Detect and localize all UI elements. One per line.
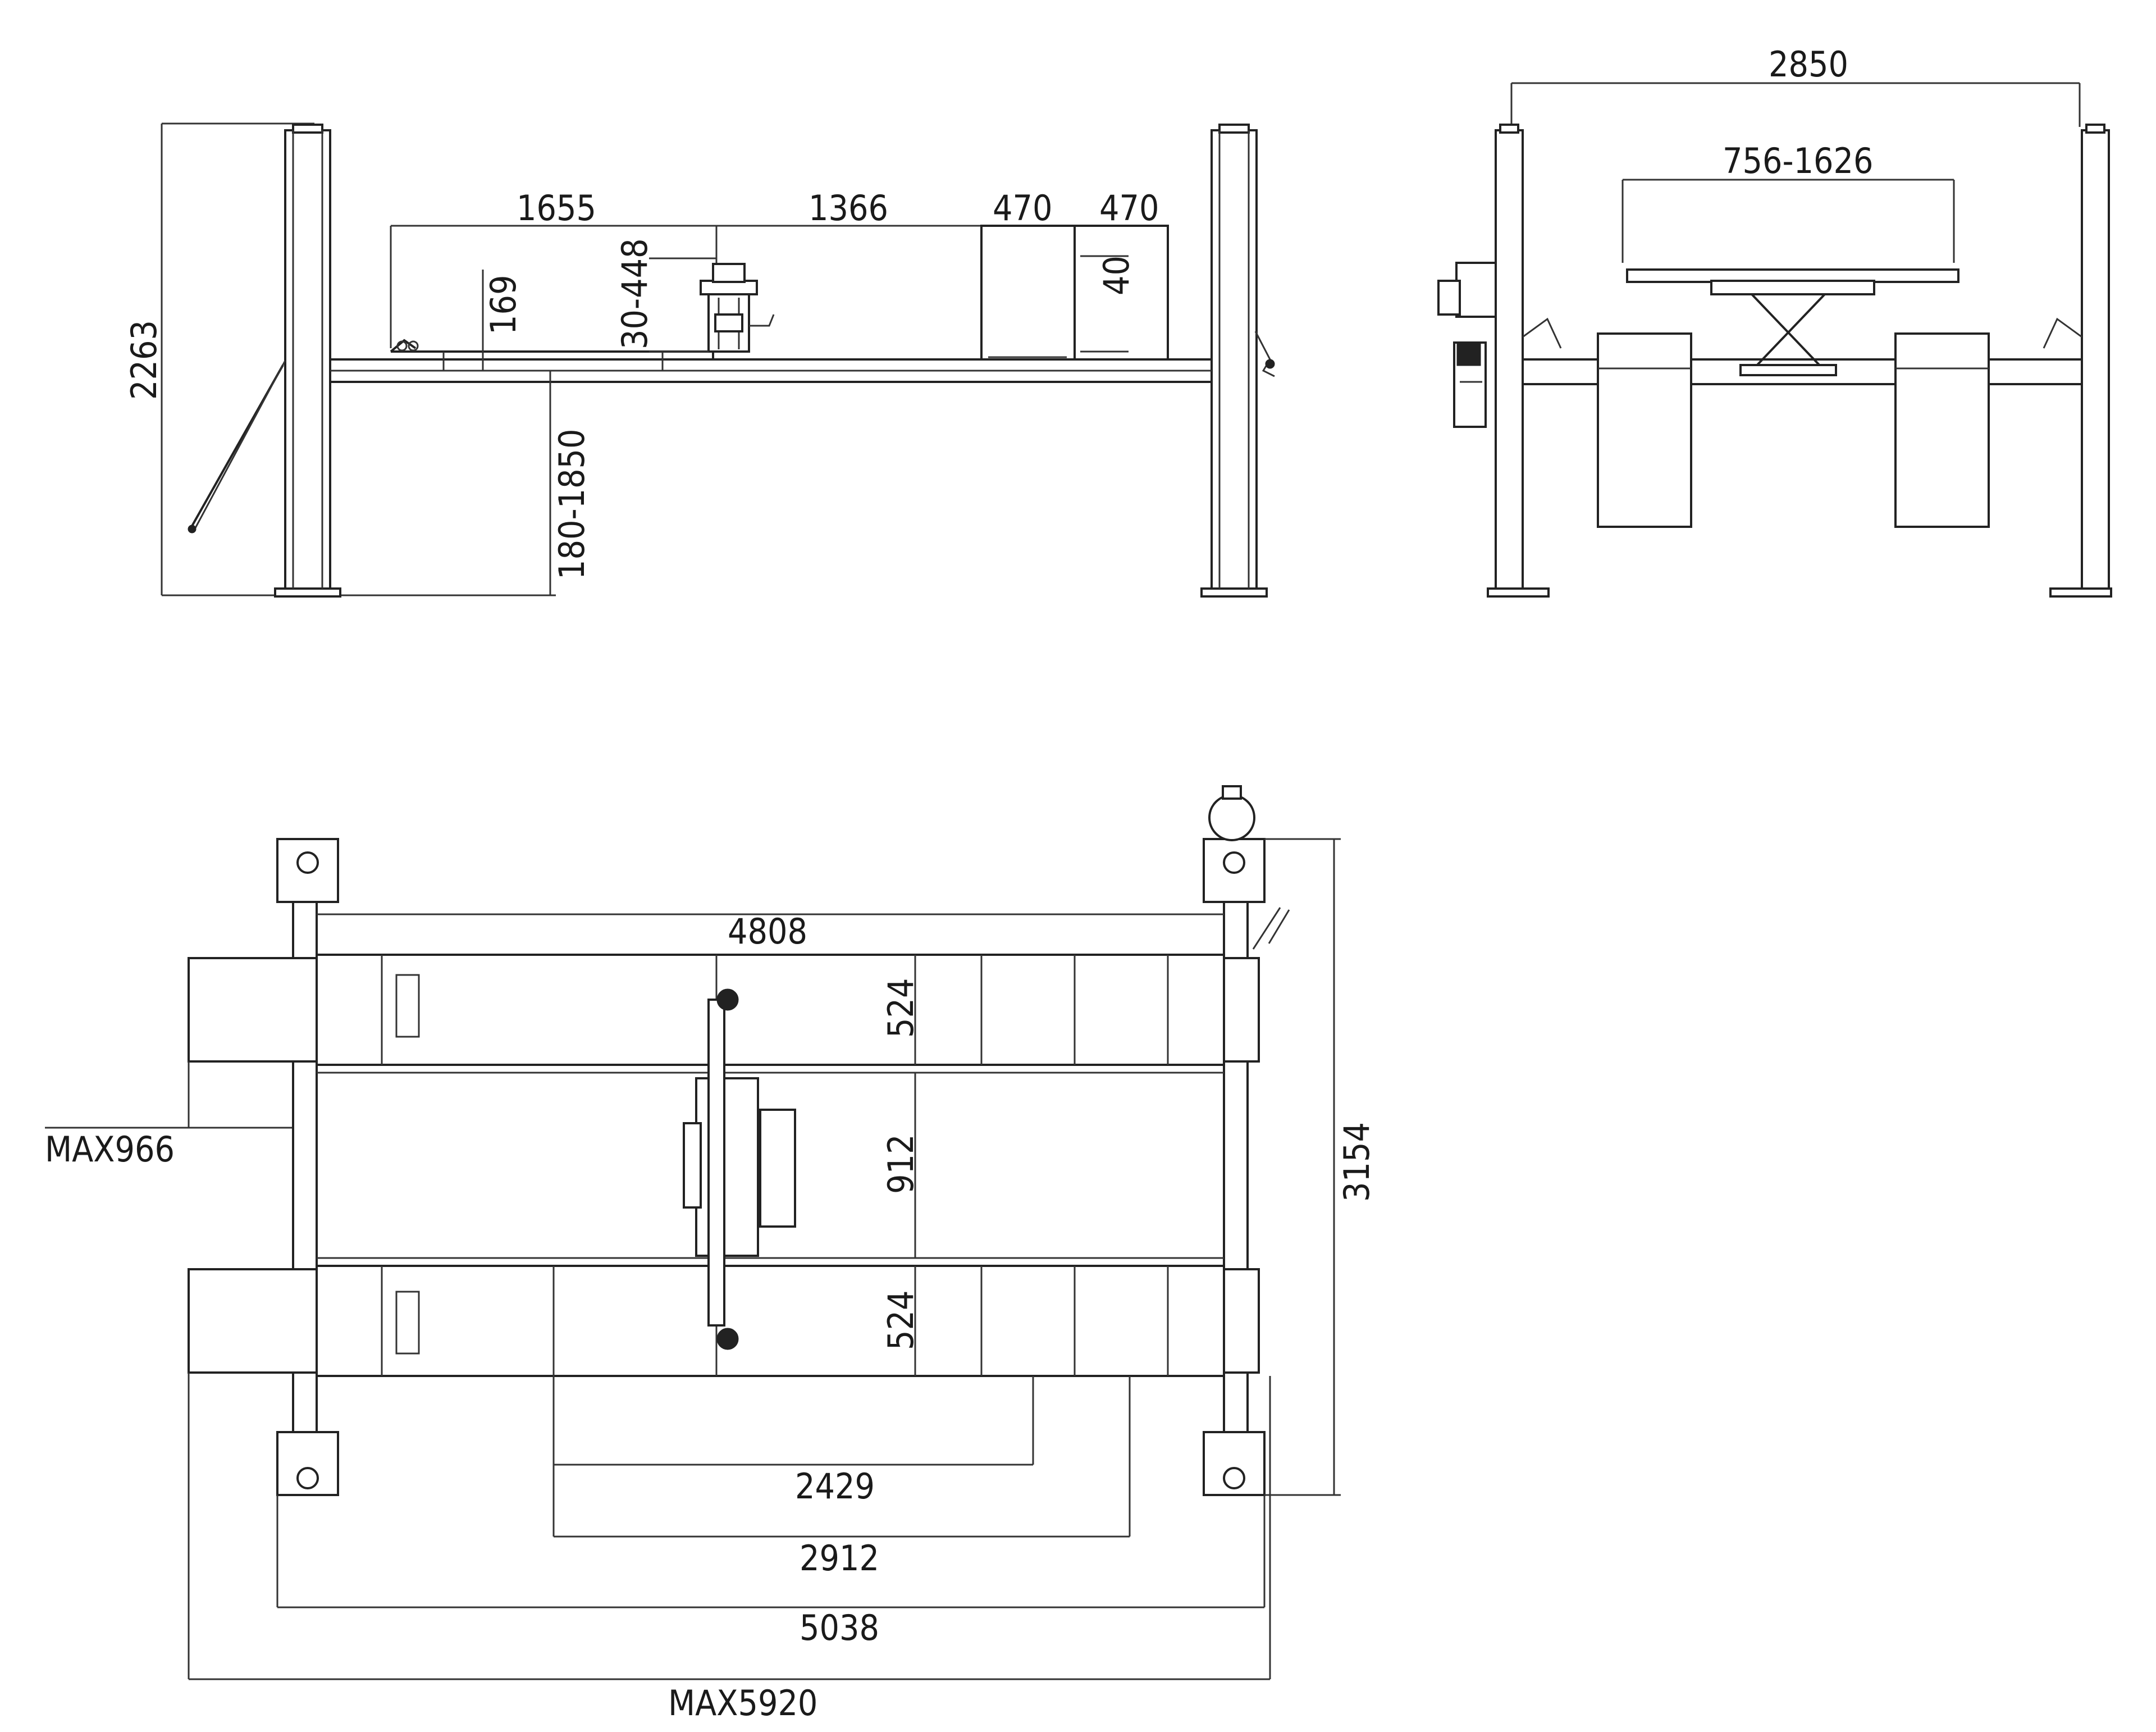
dim-lift-range: 180-1850 [551,429,592,580]
top-view: 4808 524 912 524 MAX966 3154 2429 2912 5… [45,785,1377,1724]
dim-2912: 2912 [800,1538,879,1579]
dim-ramp-height: 169 [483,275,524,335]
dim-overall-width: 3154 [1336,1122,1377,1202]
end-view: 2850 756-1626 [1437,44,2112,598]
dim-max-total-length: MAX5920 [668,1683,817,1724]
turn-plate [980,225,1076,361]
power-unit [1437,262,1497,428]
dim-plate-height: 40 [1096,256,1137,295]
dim-total-height: 2263 [124,320,165,400]
left-column [274,124,341,598]
runway-top-upper [316,954,1225,1066]
dim-runway-gap: 912 [880,1134,921,1194]
jack-top [683,988,796,1350]
dim-length-1366: 1366 [808,188,888,229]
runway-top-lower [316,1265,1225,1377]
slip-plate [1074,225,1169,361]
dim-length-1655: 1655 [517,188,596,229]
dim-column-span: 2850 [1769,44,1848,85]
dim-max-width-ext: MAX966 [45,1129,175,1170]
rolling-jack [700,263,775,353]
right-column [1200,124,1268,598]
dim-runway-length: 4808 [728,911,807,952]
dim-runway-width-upper: 524 [880,978,921,1038]
dim-2429: 2429 [795,1466,875,1507]
column-pads [276,838,1266,1496]
dim-jack-width-range: 756-1626 [1723,140,1874,181]
dim-length-470-b: 470 [1099,188,1159,229]
runway-end-left [1597,332,1692,528]
dim-column-span-len: 5038 [800,1607,879,1648]
side-view: 2263 [124,122,1275,598]
dim-runway-width-lower: 524 [880,1291,921,1350]
runway-end-right [1894,332,1990,528]
dim-length-470-a: 470 [993,188,1052,229]
dim-jack-range: 30-448 [614,238,655,349]
